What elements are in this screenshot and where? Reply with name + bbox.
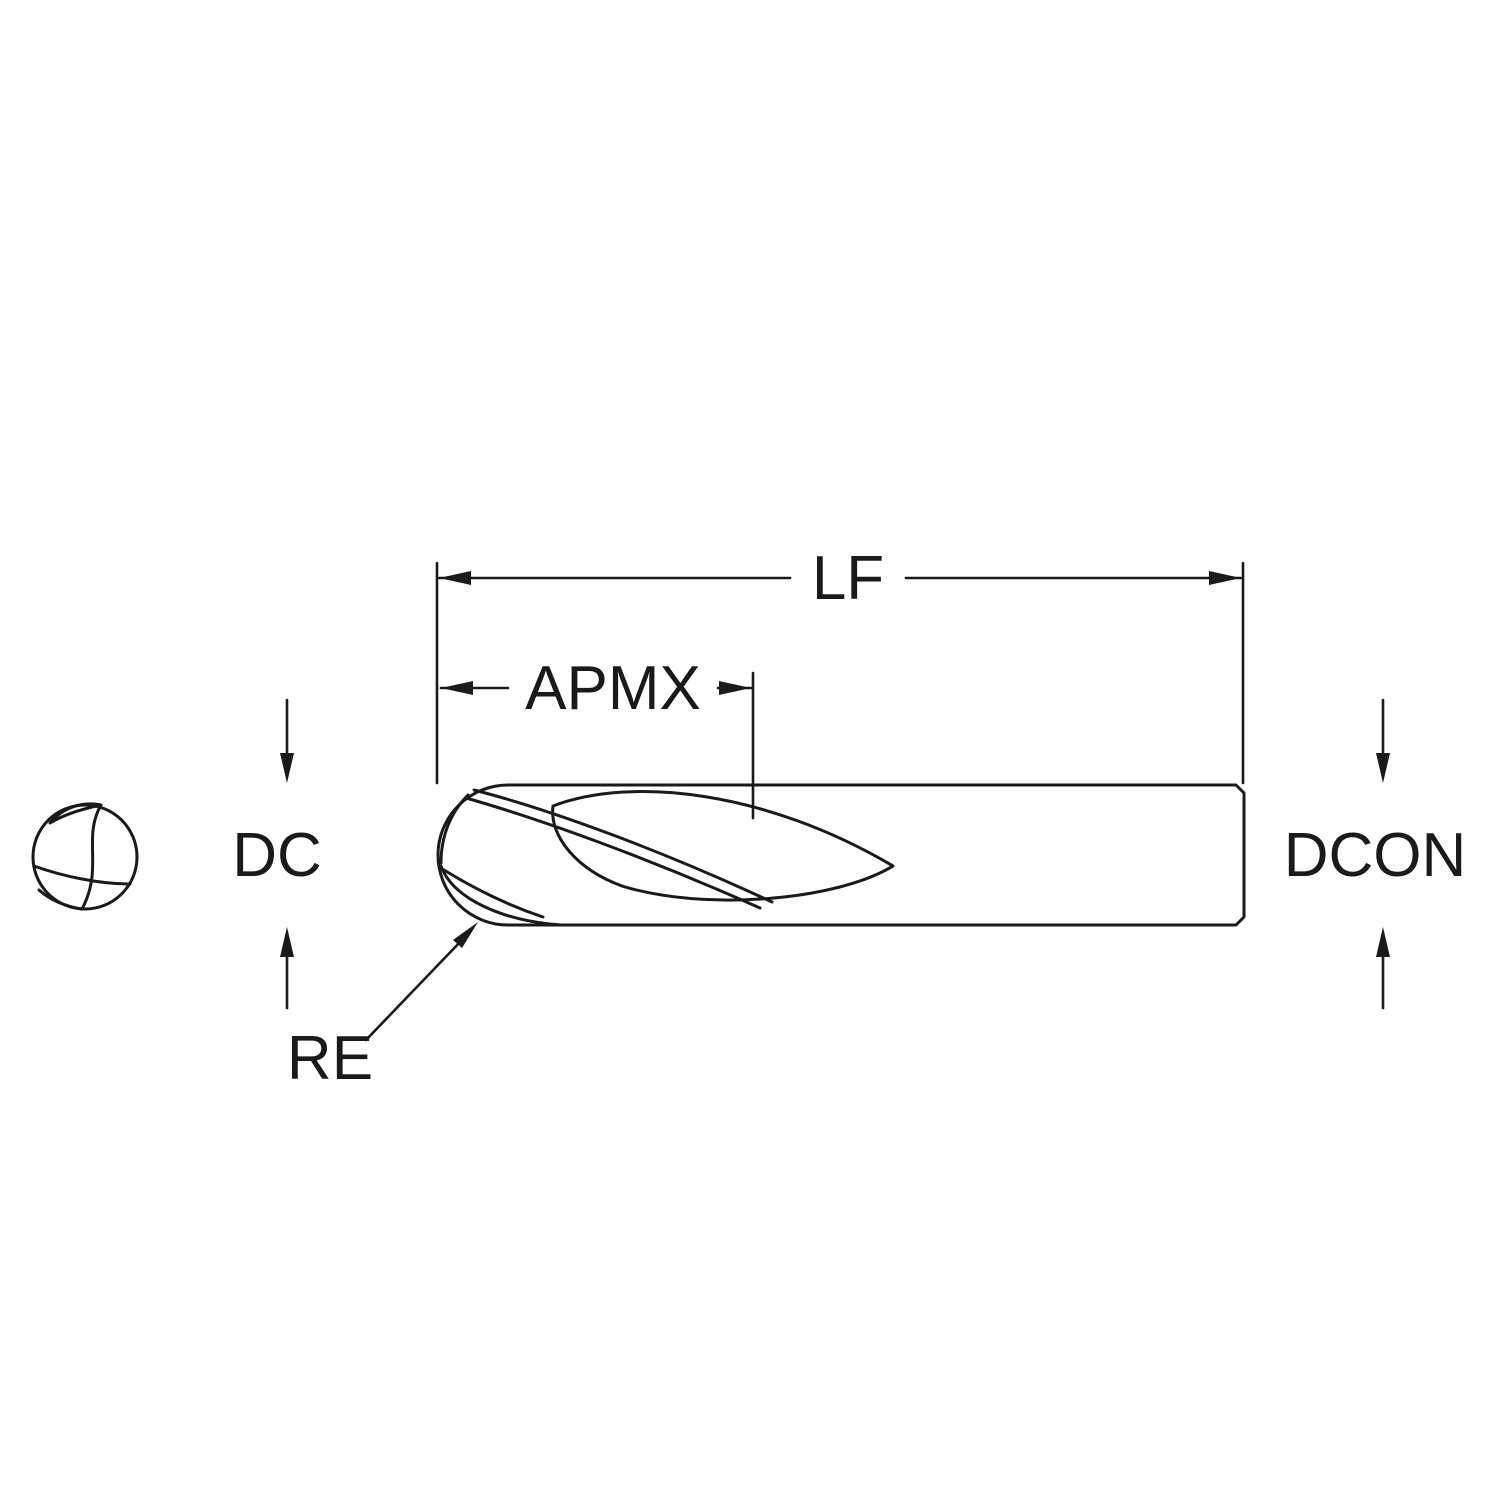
re-callout: RE (287, 922, 478, 1093)
ball-heel-inner-line (442, 868, 545, 919)
dc-arrowhead-down-icon (280, 753, 294, 783)
lf-arrowhead-left-icon (439, 571, 471, 585)
apmx-arrowhead-right-icon (719, 681, 751, 695)
dcon-arrowhead-down-icon (1376, 753, 1390, 783)
re-leader-line (364, 939, 463, 1042)
dcon-arrowhead-up-icon (1376, 927, 1390, 957)
dcon-label: DCON (1284, 821, 1467, 890)
apmx-arrowhead-left-icon (441, 681, 473, 695)
end-view-cutting-edge-1 (80, 803, 103, 911)
re-label: RE (287, 1024, 373, 1093)
dc-dimension: DC (232, 698, 322, 1010)
side-view (436, 783, 1246, 927)
lf-dimension: LF (435, 544, 1245, 785)
spiral-flute-edge-1 (464, 796, 762, 910)
ball-heel-curve (439, 864, 563, 927)
re-arrowhead-icon (453, 922, 478, 948)
apmx-dimension: APMX (439, 654, 755, 820)
spiral-flute-edge-2 (472, 788, 774, 904)
apmx-label: APMX (525, 654, 701, 723)
end-view-heel-arc (37, 888, 84, 911)
dc-label: DC (232, 821, 322, 890)
lf-label: LF (812, 544, 884, 613)
end-view-outline (31, 803, 139, 911)
flute-face-lens (551, 790, 895, 902)
lf-arrowhead-right-icon (1209, 571, 1241, 585)
end-view (31, 802, 139, 911)
tool-body-outline (436, 783, 1246, 927)
end-view-cutting-edge-2 (32, 864, 132, 886)
dc-arrowhead-up-icon (280, 927, 294, 957)
ball-nose-edge (439, 793, 470, 865)
dcon-dimension: DCON (1284, 698, 1467, 1010)
